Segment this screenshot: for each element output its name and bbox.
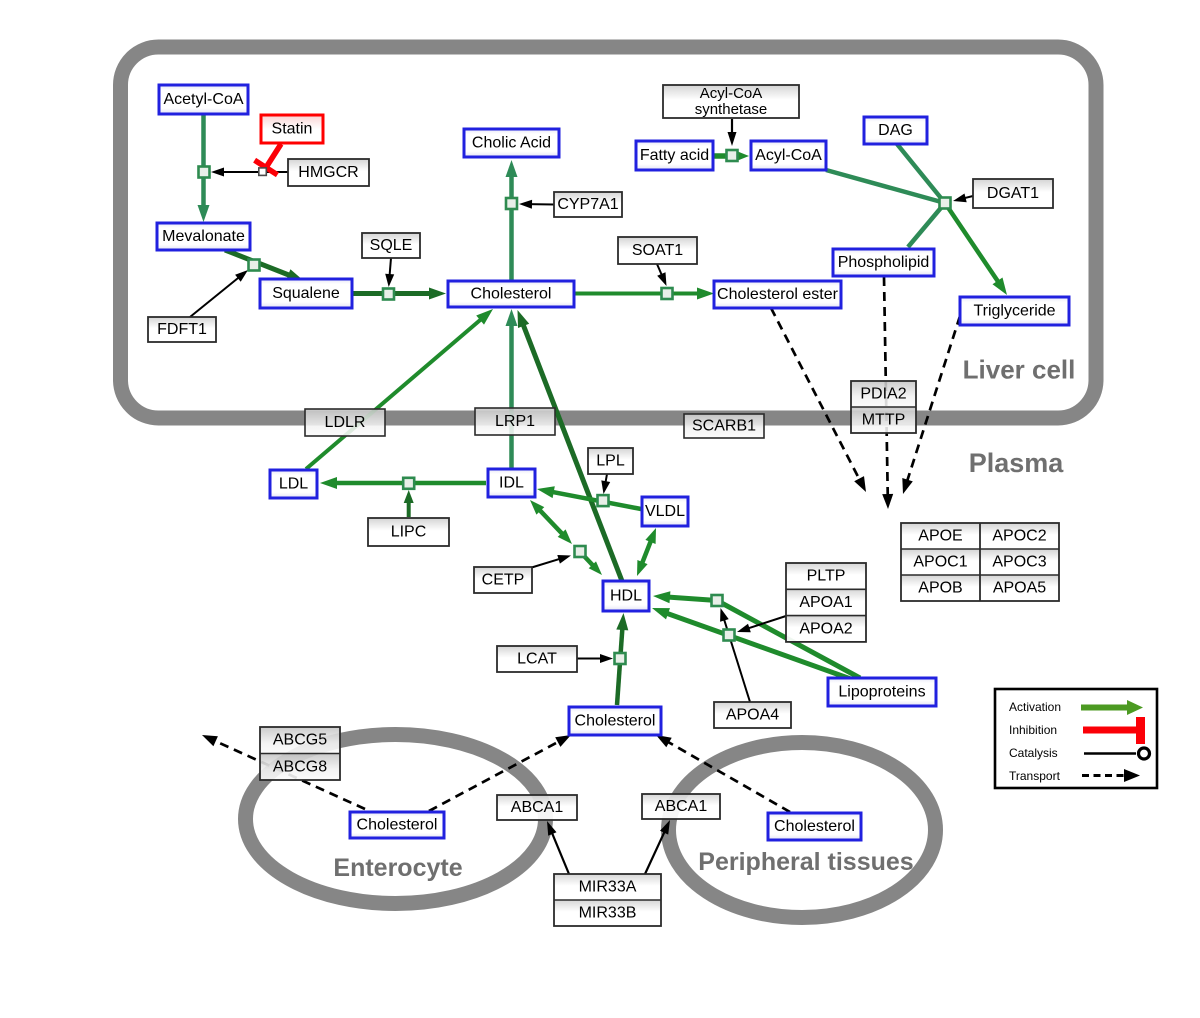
svg-text:APOE: APOE [918,528,962,545]
svg-text:DGAT1: DGAT1 [987,185,1039,202]
svg-text:SQLE: SQLE [370,237,413,254]
svg-text:MIR33B: MIR33B [579,905,637,922]
svg-text:LDLR: LDLR [325,414,366,431]
svg-text:Squalene: Squalene [272,285,340,302]
svg-text:FDFT1: FDFT1 [157,321,207,338]
svg-text:Acyl-CoA: Acyl-CoA [700,85,763,102]
svg-text:APOC1: APOC1 [913,554,967,571]
svg-text:CETP: CETP [482,572,525,589]
svg-text:VLDL: VLDL [645,503,685,520]
svg-text:MTTP: MTTP [862,412,906,429]
svg-text:Triglyceride: Triglyceride [973,303,1055,320]
svg-text:Cholic Acid: Cholic Acid [472,135,551,152]
svg-text:Cholesterol: Cholesterol [575,713,656,730]
svg-text:Cholesterol ester: Cholesterol ester [717,286,839,303]
svg-text:Cholesterol: Cholesterol [774,818,855,835]
svg-text:Fatty acid: Fatty acid [640,147,709,164]
svg-text:PLTP: PLTP [807,568,846,585]
svg-text:IDL: IDL [499,475,524,492]
svg-text:Acetyl-CoA: Acetyl-CoA [163,91,243,108]
svg-text:LCAT: LCAT [517,651,557,668]
svg-text:APOC3: APOC3 [992,554,1046,571]
svg-text:Liver cell: Liver cell [963,355,1076,385]
svg-text:APOA1: APOA1 [799,594,852,611]
svg-text:LIPC: LIPC [391,524,427,541]
svg-text:Cholesterol: Cholesterol [471,286,552,303]
svg-text:Acyl-CoA: Acyl-CoA [755,147,822,164]
svg-text:DAG: DAG [878,122,913,139]
svg-text:HMGCR: HMGCR [298,164,358,181]
svg-text:Statin: Statin [272,121,313,138]
svg-text:SCARB1: SCARB1 [692,418,756,435]
svg-text:APOC2: APOC2 [992,528,1046,545]
svg-text:MIR33A: MIR33A [579,879,637,896]
svg-text:LDL: LDL [279,476,308,493]
svg-text:Phospholipid: Phospholipid [838,254,930,271]
svg-text:Enterocyte: Enterocyte [333,854,462,882]
svg-text:APOA2: APOA2 [799,620,852,637]
svg-text:Cholesterol: Cholesterol [357,817,438,834]
svg-text:PDIA2: PDIA2 [860,386,906,403]
svg-text:Lipoproteins: Lipoproteins [838,684,925,701]
svg-text:LPL: LPL [596,453,625,470]
svg-text:ABCG8: ABCG8 [273,758,327,775]
svg-text:APOB: APOB [918,580,962,597]
svg-text:Mevalonate: Mevalonate [162,228,245,245]
svg-text:synthetase: synthetase [695,101,768,118]
svg-text:Transport: Transport [1009,769,1061,783]
svg-text:ABCG5: ABCG5 [273,732,327,749]
svg-text:Inhibition: Inhibition [1009,723,1057,737]
svg-text:ABCA1: ABCA1 [511,799,564,816]
svg-text:Peripheral tissues: Peripheral tissues [698,848,913,876]
svg-text:ABCA1: ABCA1 [655,798,708,815]
svg-text:SOAT1: SOAT1 [632,242,683,259]
svg-text:Catalysis: Catalysis [1009,746,1058,760]
svg-text:Plasma: Plasma [969,448,1065,478]
svg-text:LRP1: LRP1 [495,413,535,430]
svg-text:APOA5: APOA5 [993,580,1046,597]
svg-text:CYP7A1: CYP7A1 [557,196,618,213]
svg-text:APOA4: APOA4 [726,707,779,724]
svg-text:Activation: Activation [1009,700,1061,714]
svg-text:HDL: HDL [610,588,642,605]
